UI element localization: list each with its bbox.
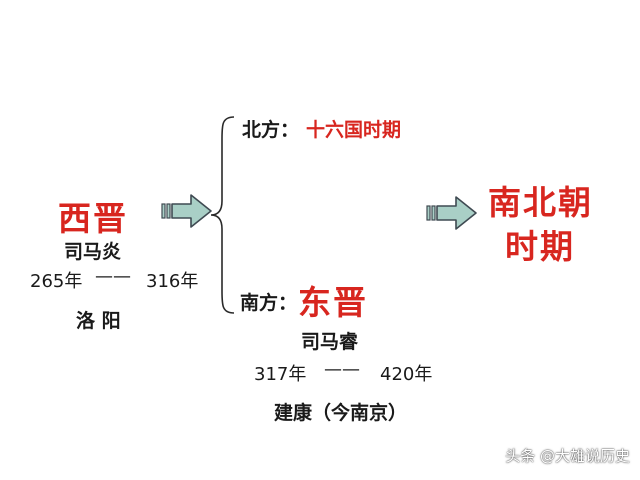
west-jin-founder: 司马炎 <box>64 241 122 263</box>
east-jin-founder: 司马睿 <box>301 331 359 353</box>
result-line1: 南北朝 <box>488 183 593 222</box>
east-jin-dash: —— <box>324 359 360 380</box>
east-jin-capital: 建康（今南京） <box>274 402 408 424</box>
west-jin-capital: 洛 阳 <box>76 310 121 332</box>
result-line2: 时期 <box>505 227 575 266</box>
east-jin-year-end: 420年 <box>380 364 433 385</box>
west-jin-dash: —— <box>95 266 131 287</box>
curly-brace <box>210 116 235 314</box>
north-label: 北方： <box>242 119 300 141</box>
east-jin-title: 东晋 <box>298 283 368 322</box>
south-label: 南方： <box>240 292 298 314</box>
east-jin-year-start: 317年 <box>254 364 307 385</box>
west-jin-title: 西晋 <box>58 199 128 238</box>
arrow-right-icon <box>426 196 477 230</box>
watermark-text: 头条 @大雄说历史 <box>505 447 630 465</box>
north-value: 十六国时期 <box>306 119 402 141</box>
west-jin-year-end: 316年 <box>146 271 199 292</box>
arrow-right-icon <box>161 194 212 228</box>
west-jin-year-start: 265年 <box>30 271 83 292</box>
